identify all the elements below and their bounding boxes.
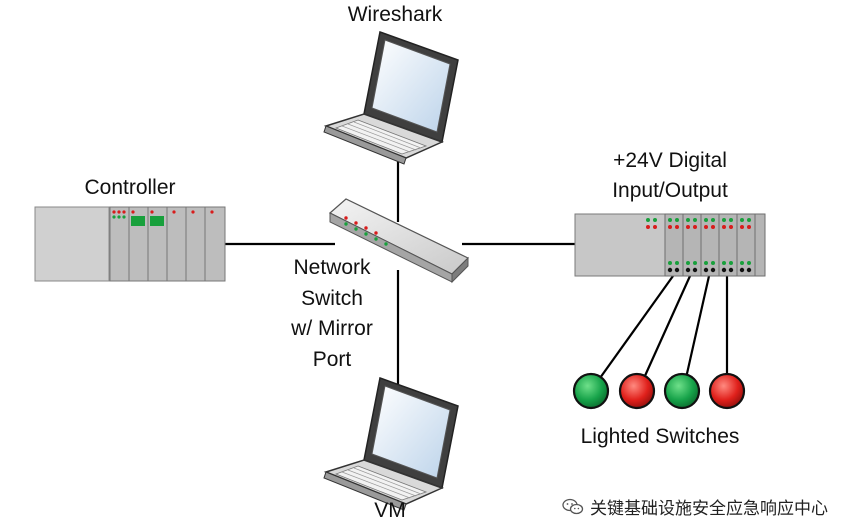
controller-rack-icon	[34, 206, 226, 282]
wireshark-label: Wireshark	[347, 3, 443, 26]
switch-wire-1	[599, 275, 674, 379]
switch-label-line3: w/ Mirror	[291, 317, 373, 340]
digital-io-module-icon	[574, 213, 766, 277]
lighted-switch-4	[708, 372, 746, 410]
lighted-switches-group	[572, 372, 746, 410]
watermark: 关键基础设施安全应急响应中心	[562, 494, 828, 519]
wechat-icon	[562, 498, 584, 514]
switch-label-line4: Port	[312, 348, 352, 371]
switch-wire-2	[642, 275, 692, 379]
io-label-line1: +24V Digital	[613, 149, 727, 172]
lighted-switch-1	[572, 372, 610, 410]
watermark-text: 关键基础设施安全应急响应中心	[590, 499, 828, 518]
lighted-switches-label: Lighted Switches	[580, 425, 740, 448]
connection-lines	[225, 155, 729, 386]
network-switch-icon	[328, 198, 470, 284]
vm-label: VM	[374, 499, 406, 522]
controller-label: Controller	[84, 176, 176, 199]
wireshark-laptop-icon	[323, 30, 459, 165]
lighted-switch-2	[618, 372, 656, 410]
switch-label-line1: Network	[293, 256, 371, 279]
switch-wire-3	[684, 275, 711, 379]
switch-label-line2: Switch	[301, 287, 363, 310]
io-label-line2: Input/Output	[612, 179, 728, 202]
vm-laptop-icon	[323, 376, 459, 511]
lighted-switch-3	[663, 372, 701, 410]
